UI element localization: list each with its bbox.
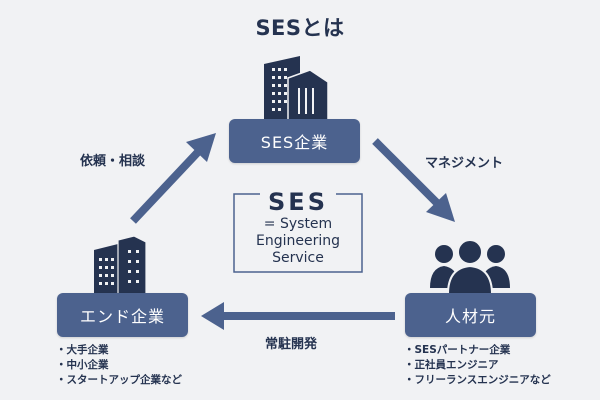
arrow-onsite-label: 常駐開発 xyxy=(265,337,318,352)
office-buildings-icon xyxy=(264,56,329,120)
list-item: 大手企業 xyxy=(56,343,182,358)
list-item: SESパートナー企業 xyxy=(404,343,551,358)
list-item: フリーランスエンジニアなど xyxy=(404,373,551,388)
node-talent-source-label: 人材元 xyxy=(444,307,496,326)
arrow-management-label: マネジメント xyxy=(425,156,504,171)
office-buildings-icon xyxy=(94,236,147,296)
node-ses-company-label: SES企業 xyxy=(260,133,329,152)
definition-box: SES = System Engineering Service xyxy=(232,188,364,274)
list-item: 中小企業 xyxy=(56,358,182,373)
arrow-onsite xyxy=(201,302,395,330)
definition-line: Service xyxy=(272,250,324,266)
talent-examples: SESパートナー企業 正社員エンジニア フリーランスエンジニアなど xyxy=(404,343,551,388)
arrow-request-label: 依頼・相談 xyxy=(80,154,146,169)
node-talent-source: 人材元 xyxy=(405,293,536,337)
people-group-icon xyxy=(430,239,510,294)
list-item: スタートアップ企業など xyxy=(56,373,183,388)
definition-bracket xyxy=(233,193,363,273)
definition-line: = System xyxy=(263,216,333,232)
arrow-request xyxy=(130,133,216,224)
definition-abbr: SES xyxy=(268,188,328,216)
node-ses-company: SES企業 xyxy=(229,119,360,163)
definition-line: Engineering xyxy=(256,233,340,249)
arrow-management xyxy=(372,138,455,222)
node-end-company: エンド企業 xyxy=(57,293,188,337)
end-company-examples: 大手企業 中小企業 スタートアップ企業など xyxy=(56,343,183,388)
node-end-company-label: エンド企業 xyxy=(79,307,165,326)
list-item: 正社員エンジニア xyxy=(404,358,551,373)
page-title: SESとは xyxy=(255,16,345,40)
